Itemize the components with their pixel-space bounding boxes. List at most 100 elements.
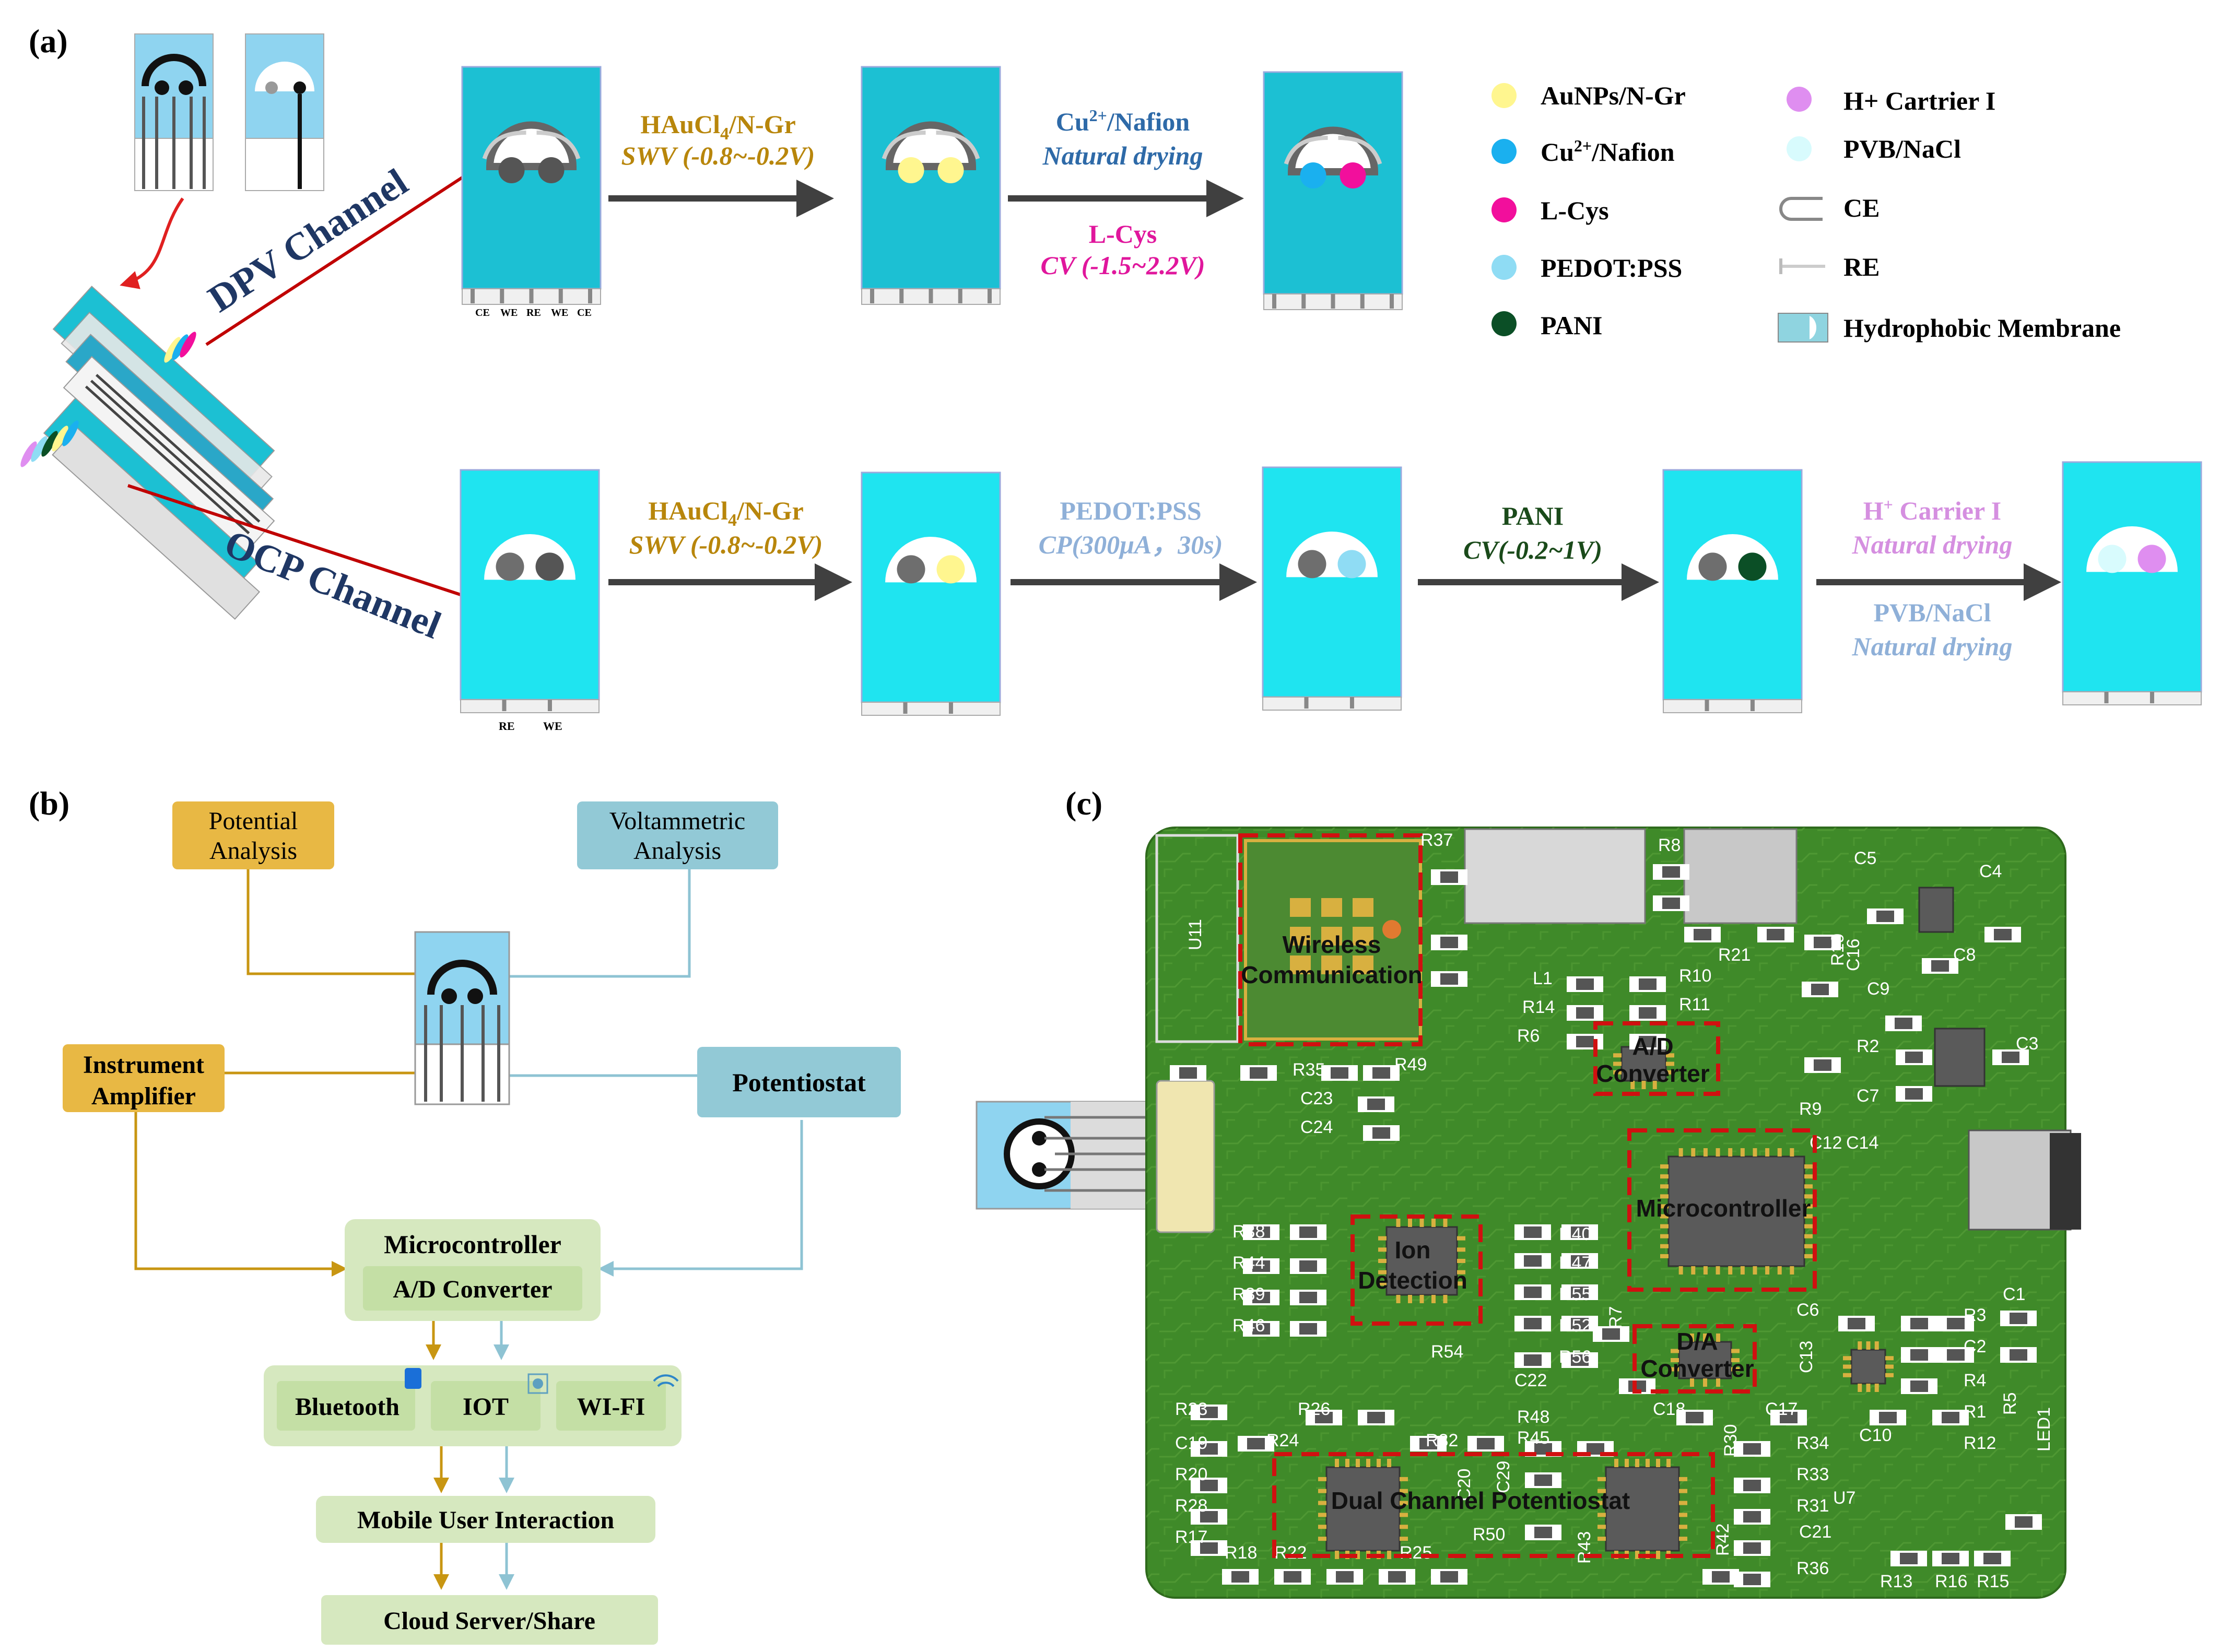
pcb-region-ion-label-0: Ion [1395, 1236, 1431, 1264]
pcb-passive-61 [1191, 1405, 1227, 1420]
pcb-passive-27 [1896, 1086, 1932, 1102]
legend-swatch-pani [1491, 311, 1517, 336]
pcb-designator-c3: C3 [2016, 1034, 2038, 1054]
pcb-passive-79 [1734, 1572, 1770, 1587]
pcb-designator-c29: C29 [1494, 1461, 1513, 1493]
pcb-components [1170, 864, 2042, 1587]
pcb-designator-r35: R35 [1293, 1060, 1325, 1080]
voltammetric-analysis-line1: Voltammetric [609, 807, 745, 835]
pcb-designator-r43: R43 [1575, 1531, 1594, 1564]
pcb-passive-64 [1191, 1509, 1227, 1525]
pcb-designator-r14: R14 [1522, 997, 1555, 1017]
pcb-designator-c4: C4 [1979, 862, 2002, 881]
pcb-designator-r47: R47 [1559, 1253, 1591, 1273]
pcb-antenna-keepout [1155, 834, 1239, 1043]
mobile-interaction-label: Mobile User Interaction [357, 1506, 614, 1534]
pcb-designator-r48: R48 [1517, 1407, 1549, 1427]
pcb-passive-84 [1431, 1569, 1467, 1585]
pcb-designator-c18: C18 [1653, 1399, 1685, 1419]
pcb-passive-23 [1802, 982, 1838, 997]
pcb-designator-r11: R11 [1679, 995, 1710, 1014]
pcb-passive-55 [1937, 1347, 1974, 1363]
pcb-passive-35 [1290, 1290, 1326, 1305]
legend-label-pvb-nacl: PVB/NaCl [1843, 134, 1961, 163]
pcb-designator-r37: R37 [1420, 830, 1453, 850]
exploded-chip-view [43, 286, 275, 620]
ocp-chip-final [2062, 461, 2202, 705]
dpv-electrode-labels: CE WE RE WE CE [475, 307, 592, 318]
pcb-passive-80 [1222, 1569, 1259, 1585]
pcb-passive-32 [1243, 1321, 1279, 1337]
wifi-icon [653, 1374, 679, 1387]
pcb-region-wireless-label-1: Communication [1241, 961, 1423, 988]
pcb-designator-r22: R22 [1274, 1543, 1307, 1563]
legend-label-cu-nafion: Cu2+/Nafion [1541, 136, 1675, 167]
pcb-usb-connector [1464, 828, 1646, 924]
dpv-electrode-ce-2: CE [577, 307, 592, 318]
adc-label: A/D Converter [393, 1276, 552, 1303]
pcb-ion-chip [1378, 1219, 1465, 1303]
pcb-passive-33 [1290, 1224, 1326, 1240]
cloud-server-label: Cloud Server/Share [383, 1607, 595, 1635]
pcb-passive-46 [1561, 1352, 1598, 1368]
pcb-designator-r20: R20 [1175, 1465, 1207, 1484]
pcb-passive-30 [1243, 1258, 1279, 1274]
pcb-designator-r40: R40 [1559, 1224, 1591, 1244]
ocp-step4-bottom: Natural drying [1851, 530, 2012, 559]
pcb-region-adc-label-0: A/D [1632, 1033, 1673, 1060]
pcb-passive-81 [1274, 1569, 1311, 1585]
pcb-designator-r4: R4 [1964, 1371, 1986, 1390]
ocp-electrode-we: WE [543, 719, 562, 733]
pcb-designator-r50: R50 [1473, 1525, 1505, 1544]
pcb-passive-24 [1804, 1057, 1841, 1073]
small-chip-dpv [134, 33, 214, 191]
cloud-server-box [321, 1595, 658, 1645]
pcb-designator-r42: R42 [1713, 1524, 1733, 1556]
legend: AuNPs/N-Gr Cu2+/Nafion L-Cys PEDOT:PSS P… [1491, 81, 2121, 343]
pcb-passive-1 [1240, 1065, 1277, 1081]
pcb-passive-11 [1684, 927, 1721, 942]
pcb-passive-67 [1306, 1410, 1342, 1425]
pcb-designator-c6: C6 [1796, 1300, 1819, 1320]
pcb-passive-77 [1734, 1509, 1770, 1525]
pcb-designator-r25: R25 [1400, 1543, 1432, 1563]
ocp-connector-line [127, 484, 463, 597]
pcb-passive-45 [1561, 1316, 1598, 1331]
pcb-designator-u7: U7 [1833, 1488, 1855, 1508]
pcb-small-ic [1843, 1341, 1894, 1392]
legend-swatch-pedot [1491, 255, 1517, 280]
ocp-step4-below1: PVB/NaCl [1874, 598, 1991, 627]
zoom-arrow [120, 197, 184, 289]
pcb-region-mcu-label-0: Microcontroller [1636, 1195, 1811, 1222]
dpv-electrode-re: RE [526, 307, 541, 318]
pcb-designator-r33: R33 [1796, 1465, 1829, 1484]
pcb-inductor-chip [1934, 1028, 1986, 1087]
pcb-passive-74 [1525, 1525, 1561, 1540]
pcb-designator-r10: R10 [1679, 966, 1711, 986]
pcb-designator-r7: R7 [1606, 1306, 1626, 1329]
dpv-connector-line [205, 176, 463, 346]
pcb-passive-54 [1901, 1347, 1937, 1363]
legend-label-re: RE [1843, 252, 1880, 281]
pcb-side-connector-plug [2050, 1133, 2081, 1230]
pcb-passive-15 [1922, 958, 1958, 974]
pcb-chips [1244, 839, 1986, 1559]
iot-box [431, 1381, 541, 1431]
pcb-designator-c19: C19 [1175, 1433, 1207, 1453]
pcb-designator-c22: C22 [1514, 1371, 1547, 1390]
legend-label-lcys: L-Cys [1541, 196, 1609, 225]
iot-icon [527, 1373, 548, 1394]
pcb-passive-6 [1431, 869, 1467, 885]
adc-box [363, 1266, 582, 1311]
pcb-potentiostat-chip-2 [1598, 1459, 1687, 1559]
pcb-passive-58 [2000, 1311, 2037, 1326]
pcb-designator-c21: C21 [1799, 1522, 1831, 1542]
pcb-passive-42 [1561, 1224, 1598, 1240]
ocp-chip-bare [460, 469, 600, 713]
pcb-designator-c20: C20 [1454, 1469, 1474, 1501]
pcb-designator-r21: R21 [1718, 945, 1751, 965]
legend-label-membrane: Hydrophobic Membrane [1843, 313, 2121, 343]
pcb-passive-82 [1326, 1569, 1363, 1585]
pcb-passive-59 [2000, 1347, 2037, 1363]
